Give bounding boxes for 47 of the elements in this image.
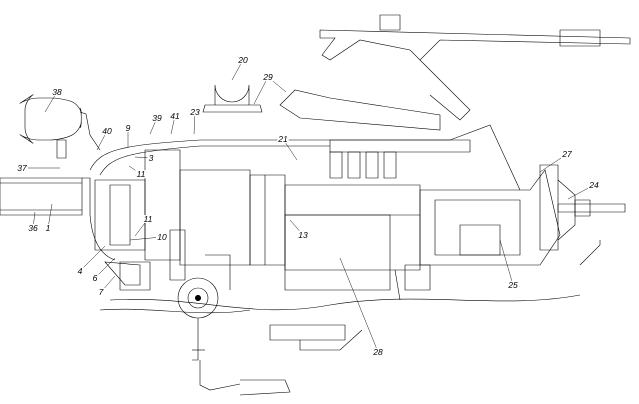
callout-number: 38 <box>51 88 63 96</box>
leader-line <box>540 158 562 172</box>
leader-line <box>272 80 286 92</box>
callout-number: 13 <box>297 231 309 239</box>
leader-line <box>286 142 298 160</box>
callout-number: 1 <box>44 224 52 232</box>
leader-line <box>290 220 300 232</box>
callout-number: 36 <box>27 224 39 232</box>
leader-line <box>194 116 196 134</box>
leader-line <box>150 122 156 134</box>
leader-line <box>48 204 52 224</box>
callout-number: 27 <box>561 150 573 158</box>
leader-line <box>128 166 136 170</box>
callout-number: 20 <box>237 56 249 64</box>
leader-line <box>130 237 156 240</box>
leader-line <box>340 258 377 348</box>
callout-number: 6 <box>92 274 98 282</box>
callout-number: 11 <box>142 215 154 223</box>
leader-line <box>98 258 116 275</box>
callout-number: 39 <box>151 114 163 122</box>
callout-number: 28 <box>372 348 384 356</box>
leader-line <box>232 64 241 80</box>
leader-line <box>500 240 512 282</box>
callout-number: 10 <box>156 233 168 241</box>
callout-number: 41 <box>169 112 181 120</box>
callout-number: 25 <box>507 281 519 290</box>
callout-number: 40 <box>101 127 113 135</box>
callout-number: 29 <box>262 73 274 81</box>
callout-number: 7 <box>98 288 104 296</box>
leader-line <box>254 80 266 104</box>
callout-number: 37 <box>16 164 28 172</box>
callout-number: 23 <box>189 108 201 116</box>
callout-number: 9 <box>124 124 132 132</box>
leader-line <box>33 212 36 224</box>
leader-line <box>134 156 148 158</box>
leader-line <box>134 222 146 236</box>
callout-number: 11 <box>136 170 146 178</box>
leader-line <box>83 246 106 268</box>
leader-line <box>568 188 588 200</box>
leader-line <box>170 120 174 134</box>
callout-number: 3 <box>148 154 154 162</box>
callout-number: 4 <box>76 267 84 275</box>
leader-line <box>104 276 116 288</box>
leader-line <box>44 96 55 112</box>
callout-number: 21 <box>277 135 289 143</box>
leader-line <box>96 134 105 150</box>
callout-number: 24 <box>588 181 600 189</box>
